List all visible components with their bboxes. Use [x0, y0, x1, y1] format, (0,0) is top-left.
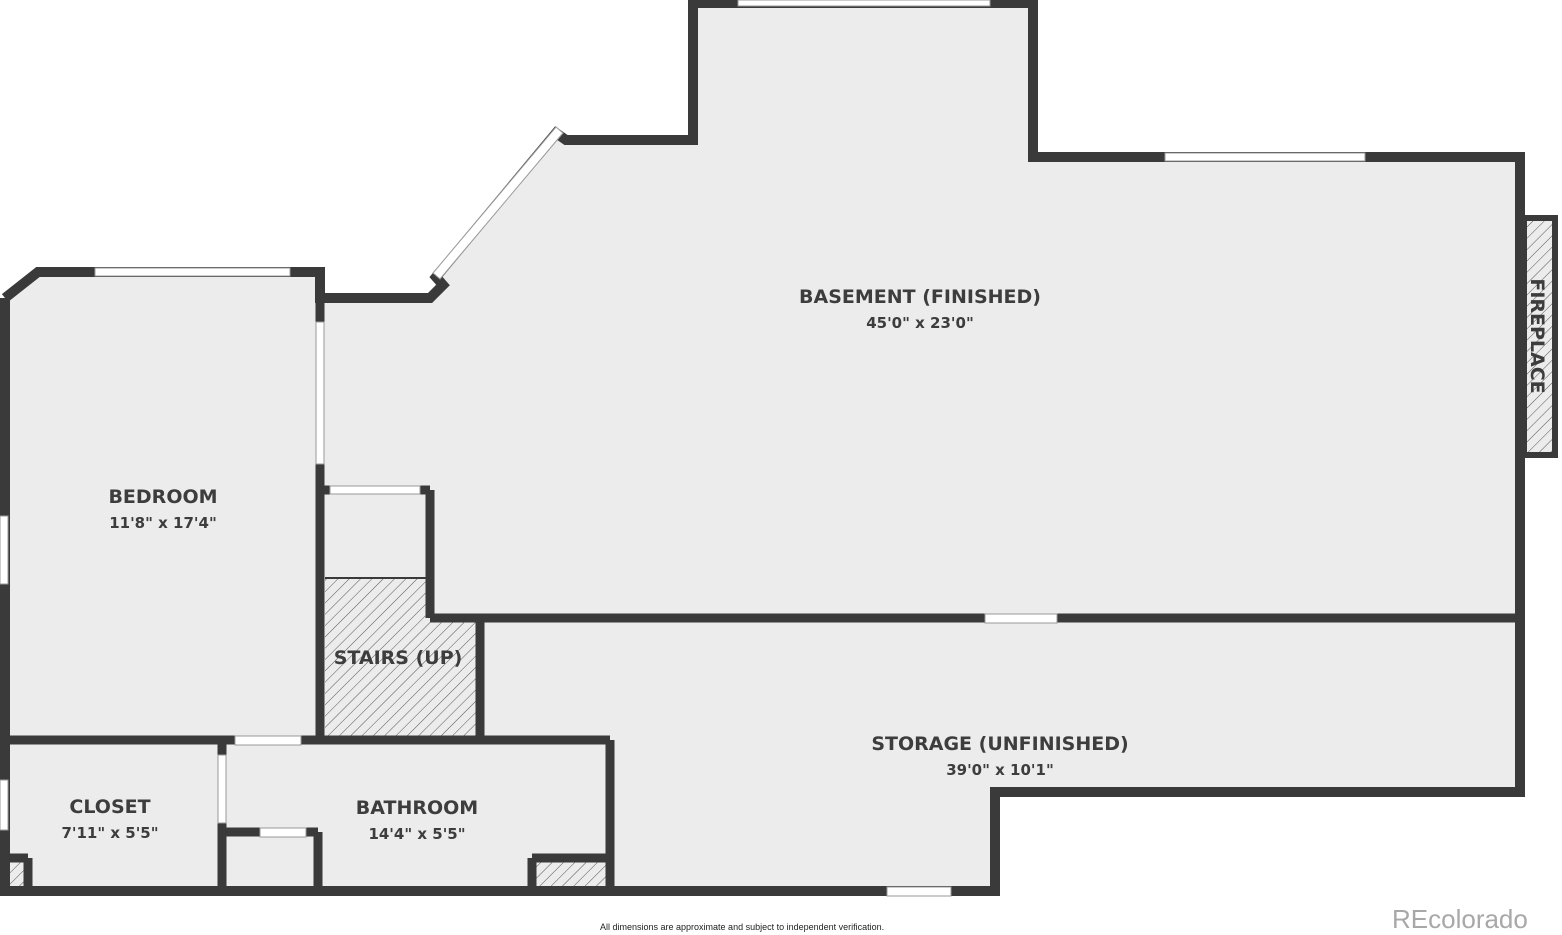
storage-name: STORAGE (UNFINISHED) [871, 733, 1128, 755]
stairs-name: STAIRS (UP) [334, 647, 463, 669]
fireplace-label: FIREPLACE [1526, 278, 1548, 393]
basement-name: BASEMENT (FINISHED) [799, 286, 1041, 308]
bedroom-dims: 11'8" x 17'4" [109, 514, 217, 532]
logo: REcolorado [1392, 904, 1528, 934]
fireplace [1521, 215, 1558, 458]
closet-name: CLOSET [69, 796, 150, 818]
basement-dims: 45'0" x 23'0" [866, 314, 974, 332]
closet-dims: 7'11" x 5'5" [61, 824, 158, 842]
storage-dims: 39'0" x 10'1" [946, 761, 1054, 779]
bathroom-corner-hatch [536, 862, 606, 888]
bathroom-dims: 14'4" x 5'5" [368, 825, 465, 843]
bedroom-name: BEDROOM [108, 486, 217, 508]
closet-corner-hatch [8, 862, 24, 888]
windows [0, 0, 1366, 897]
bathroom-name: BATHROOM [356, 797, 478, 819]
floor-area [5, 3, 1520, 891]
disclaimer: All dimensions are approximate and subje… [600, 922, 885, 932]
stairs-hatch [325, 578, 478, 736]
